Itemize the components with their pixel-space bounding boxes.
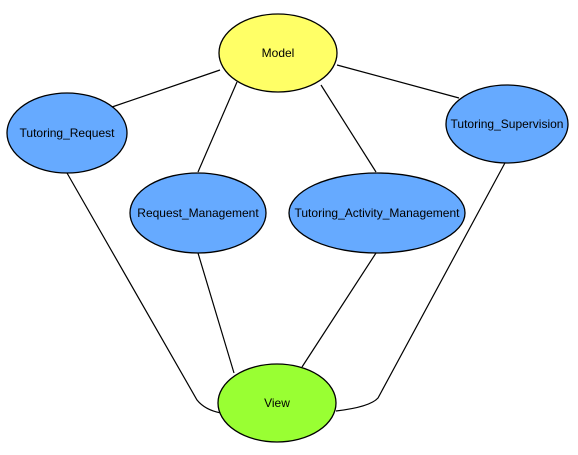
node-tutoring-supervision[interactable]: Tutoring_Supervision [445, 84, 569, 164]
view-ellipse [217, 363, 337, 443]
edge-tutoring-supervision-view [335, 160, 507, 412]
tutoring-supervision-ellipse [445, 84, 569, 164]
request-management-ellipse [129, 172, 267, 254]
node-tutoring-request[interactable]: Tutoring_Request [6, 92, 128, 174]
model-ellipse [218, 13, 338, 93]
edge-tutoring-activity-management-view [301, 252, 377, 368]
edge-request-management-view [197, 252, 235, 374]
edge-model-tutoring-request [111, 69, 221, 108]
tutoring-supervision-label: Tutoring_Supervision [451, 117, 564, 131]
edge-model-tutoring-activity-management [320, 84, 377, 173]
model-label: Model [262, 46, 295, 60]
node-tutoring-activity-management[interactable]: Tutoring_Activity_Management [288, 172, 466, 254]
tutoring-request-ellipse [6, 92, 128, 174]
tutoring-activity-management-ellipse [288, 172, 466, 254]
tutoring-activity-management-label: Tutoring_Activity_Management [295, 206, 461, 220]
edge-tutoring-request-view [66, 172, 222, 414]
edge-model-request-management [197, 81, 238, 173]
node-model[interactable]: Model [218, 13, 338, 93]
view-label: View [264, 396, 290, 410]
tutoring-request-label: Tutoring_Request [20, 126, 116, 140]
edge-model-tutoring-supervision [336, 64, 460, 99]
request-management-label: Request_Management [137, 206, 259, 220]
node-view[interactable]: View [217, 363, 337, 443]
node-request-management[interactable]: Request_Management [129, 172, 267, 254]
